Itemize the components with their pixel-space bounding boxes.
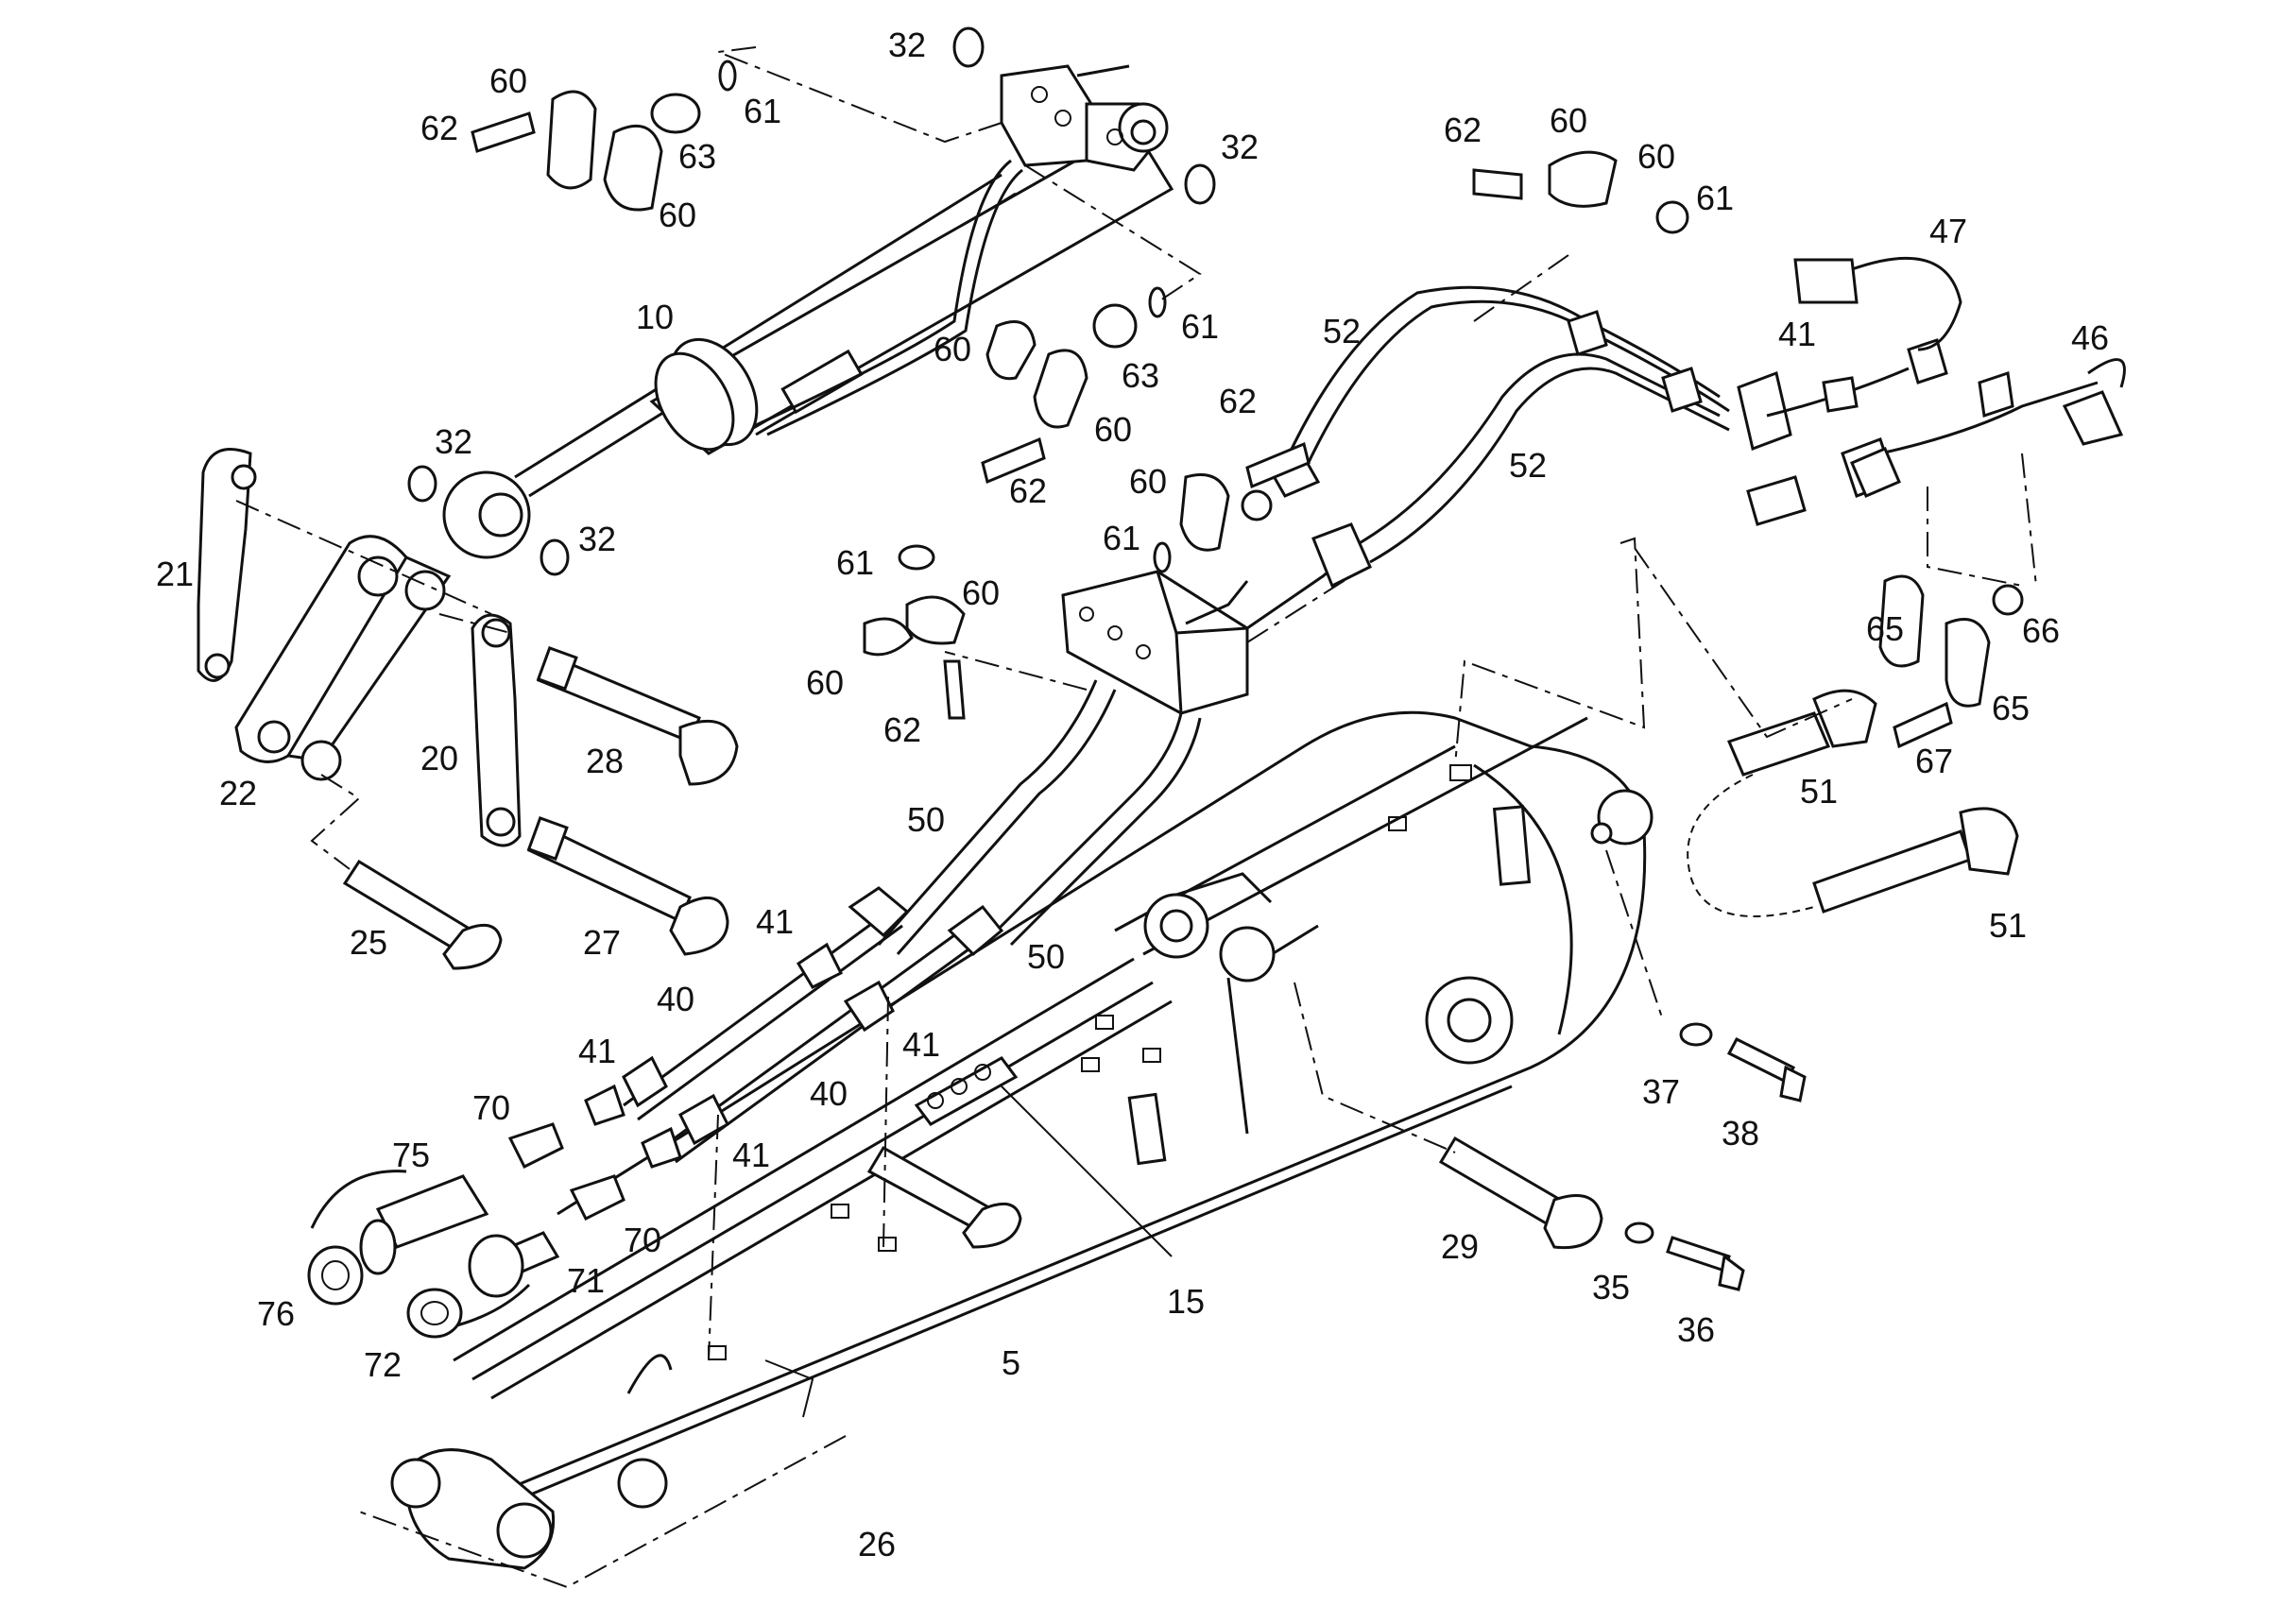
label-51-lower: 51 xyxy=(1989,906,2027,945)
label-75: 75 xyxy=(392,1136,430,1174)
label-71: 71 xyxy=(567,1261,605,1300)
label-62-d: 62 xyxy=(883,710,921,749)
label-66: 66 xyxy=(2022,611,2060,650)
linkage xyxy=(197,448,522,847)
label-40-upper: 40 xyxy=(657,980,694,1018)
label-38: 38 xyxy=(1722,1114,1759,1153)
label-41-top: 41 xyxy=(756,902,794,941)
label-26: 26 xyxy=(858,1525,896,1563)
label-25: 25 xyxy=(350,923,387,962)
label-62-b: 62 xyxy=(1009,471,1047,510)
label-41-right: 41 xyxy=(1778,315,1816,353)
right-fittings xyxy=(1687,256,2126,917)
label-41-lower: 41 xyxy=(732,1136,770,1174)
label-67: 67 xyxy=(1915,742,1953,780)
label-72: 72 xyxy=(364,1345,402,1384)
valve-block xyxy=(877,551,1352,955)
label-60-i: 60 xyxy=(1637,137,1675,176)
label-63-b: 63 xyxy=(1122,356,1159,395)
label-50-upper: 50 xyxy=(907,800,945,839)
label-60-h: 60 xyxy=(1550,101,1587,140)
small-parts xyxy=(407,26,2024,749)
label-41-left: 41 xyxy=(578,1032,616,1070)
label-61-d: 61 xyxy=(1103,519,1140,557)
label-65-a: 65 xyxy=(1866,609,1904,648)
label-35: 35 xyxy=(1592,1268,1630,1307)
label-32-left: 32 xyxy=(435,422,472,461)
label-70-b: 70 xyxy=(624,1221,661,1259)
label-60-c: 60 xyxy=(934,330,971,368)
boom-arm xyxy=(390,710,1653,1570)
label-10: 10 xyxy=(636,298,674,336)
label-60-e: 60 xyxy=(1129,462,1167,501)
label-5: 5 xyxy=(1002,1343,1020,1382)
label-36: 36 xyxy=(1677,1310,1715,1349)
part-labels: 5 10 15 20 21 22 25 26 27 28 29 32 32 32… xyxy=(156,26,2109,1563)
label-52-upper: 52 xyxy=(1323,312,1361,350)
label-32-lower: 32 xyxy=(578,520,616,558)
label-62-c: 62 xyxy=(1219,382,1257,420)
label-60-g: 60 xyxy=(806,663,844,702)
label-61-b: 61 xyxy=(1181,307,1219,346)
reference-lines xyxy=(235,46,2037,1589)
label-61-e: 61 xyxy=(1696,179,1734,217)
label-60-a: 60 xyxy=(489,61,527,100)
label-32-right: 32 xyxy=(1221,128,1259,166)
label-61-a: 61 xyxy=(744,92,781,130)
hydraulic-cylinder xyxy=(442,64,1174,559)
valve-15 xyxy=(914,1056,1173,1257)
label-22: 22 xyxy=(219,774,257,812)
label-60-d: 60 xyxy=(1094,410,1132,449)
label-32-top: 32 xyxy=(888,26,926,64)
label-29: 29 xyxy=(1441,1227,1479,1266)
label-40-lower: 40 xyxy=(810,1074,848,1113)
label-51-upper: 51 xyxy=(1800,772,1838,811)
label-37: 37 xyxy=(1642,1072,1680,1111)
label-27: 27 xyxy=(583,923,621,962)
label-47: 47 xyxy=(1929,212,1967,250)
label-60-b: 60 xyxy=(659,196,696,234)
label-60-f: 60 xyxy=(962,573,1000,612)
label-70-a: 70 xyxy=(472,1088,510,1127)
label-28: 28 xyxy=(586,742,624,780)
pins xyxy=(342,645,1807,1291)
label-52-lower: 52 xyxy=(1509,446,1547,485)
label-76: 76 xyxy=(257,1294,295,1333)
label-62-e: 62 xyxy=(1444,111,1482,149)
quick-couplers xyxy=(307,1122,625,1339)
label-15: 15 xyxy=(1167,1282,1205,1321)
label-62-a: 62 xyxy=(420,109,458,147)
label-65-b: 65 xyxy=(1992,689,2030,727)
label-20: 20 xyxy=(420,739,458,777)
label-50-lower: 50 xyxy=(1027,937,1065,976)
label-61-c: 61 xyxy=(836,543,874,582)
label-63-a: 63 xyxy=(678,137,716,176)
label-41-mid: 41 xyxy=(902,1025,940,1064)
label-46: 46 xyxy=(2071,318,2109,357)
lower-hoses xyxy=(584,886,1004,1169)
label-21: 21 xyxy=(156,555,194,593)
